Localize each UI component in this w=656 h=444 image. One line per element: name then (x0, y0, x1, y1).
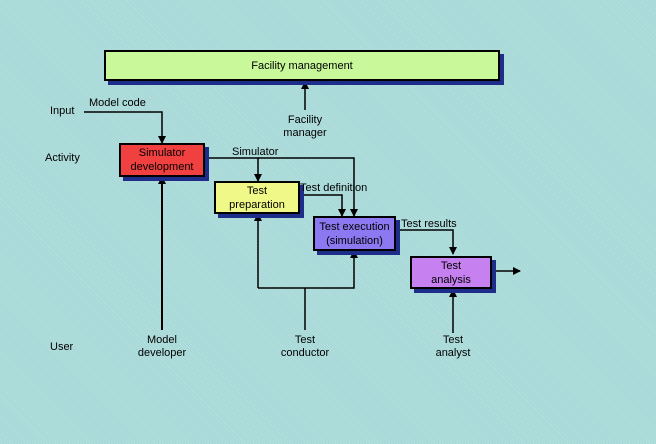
facility-management-label: Facility management (251, 59, 353, 72)
flow-label-test-definition: Test definition (300, 182, 368, 194)
flow-label-simulator: Simulator (232, 146, 279, 158)
test-execution-label: Test execution (simulation) (319, 220, 390, 247)
simulator-development-label: Simulator development (130, 147, 194, 173)
actor-model-developer-line1: Model (147, 334, 177, 346)
actor-test-conductor-line1: Test (294, 334, 316, 346)
actor-test-analyst-line1: Test (442, 334, 464, 346)
arrow-simulator-to-prep (205, 157, 262, 182)
arrow-test-results (396, 229, 457, 255)
test-analysis-label: Test analysis (431, 259, 471, 286)
test-preparation-box: Test preparation (214, 181, 300, 214)
actor-model-developer-line2: developer (137, 347, 187, 359)
test-analysis-box: Test analysis (410, 256, 492, 289)
arrow-conductor-to-exec (258, 250, 358, 289)
actor-test-analyst: Test analyst (436, 334, 471, 360)
arrow-simulator-to-exec (258, 157, 358, 217)
actor-model-developer: Model developer (138, 334, 186, 360)
row-label-input: Input (50, 105, 75, 117)
arrow-model-code (84, 111, 166, 144)
arrow-test-definition (300, 194, 346, 217)
facility-management-box: Facility management (104, 50, 500, 81)
test-execution-box: Test execution (simulation) (313, 216, 396, 251)
actor-facility-manager: Facility manager (283, 114, 326, 140)
simulator-development-box: Simulator development (119, 143, 205, 177)
row-label-activity: Activity (45, 152, 80, 164)
actor-facility-manager-line2: manager (283, 127, 327, 139)
flow-label-test-results: Test results (401, 218, 457, 230)
actor-test-analyst-line2: analyst (435, 347, 471, 359)
test-preparation-label: Test preparation (229, 184, 285, 211)
actor-facility-manager-line1: Facility (287, 114, 323, 126)
row-label-user: User (50, 341, 74, 353)
actor-test-conductor-line2: conductor (280, 347, 330, 359)
actor-test-conductor: Test conductor (281, 334, 329, 360)
flow-label-model-code: Model code (89, 97, 146, 109)
